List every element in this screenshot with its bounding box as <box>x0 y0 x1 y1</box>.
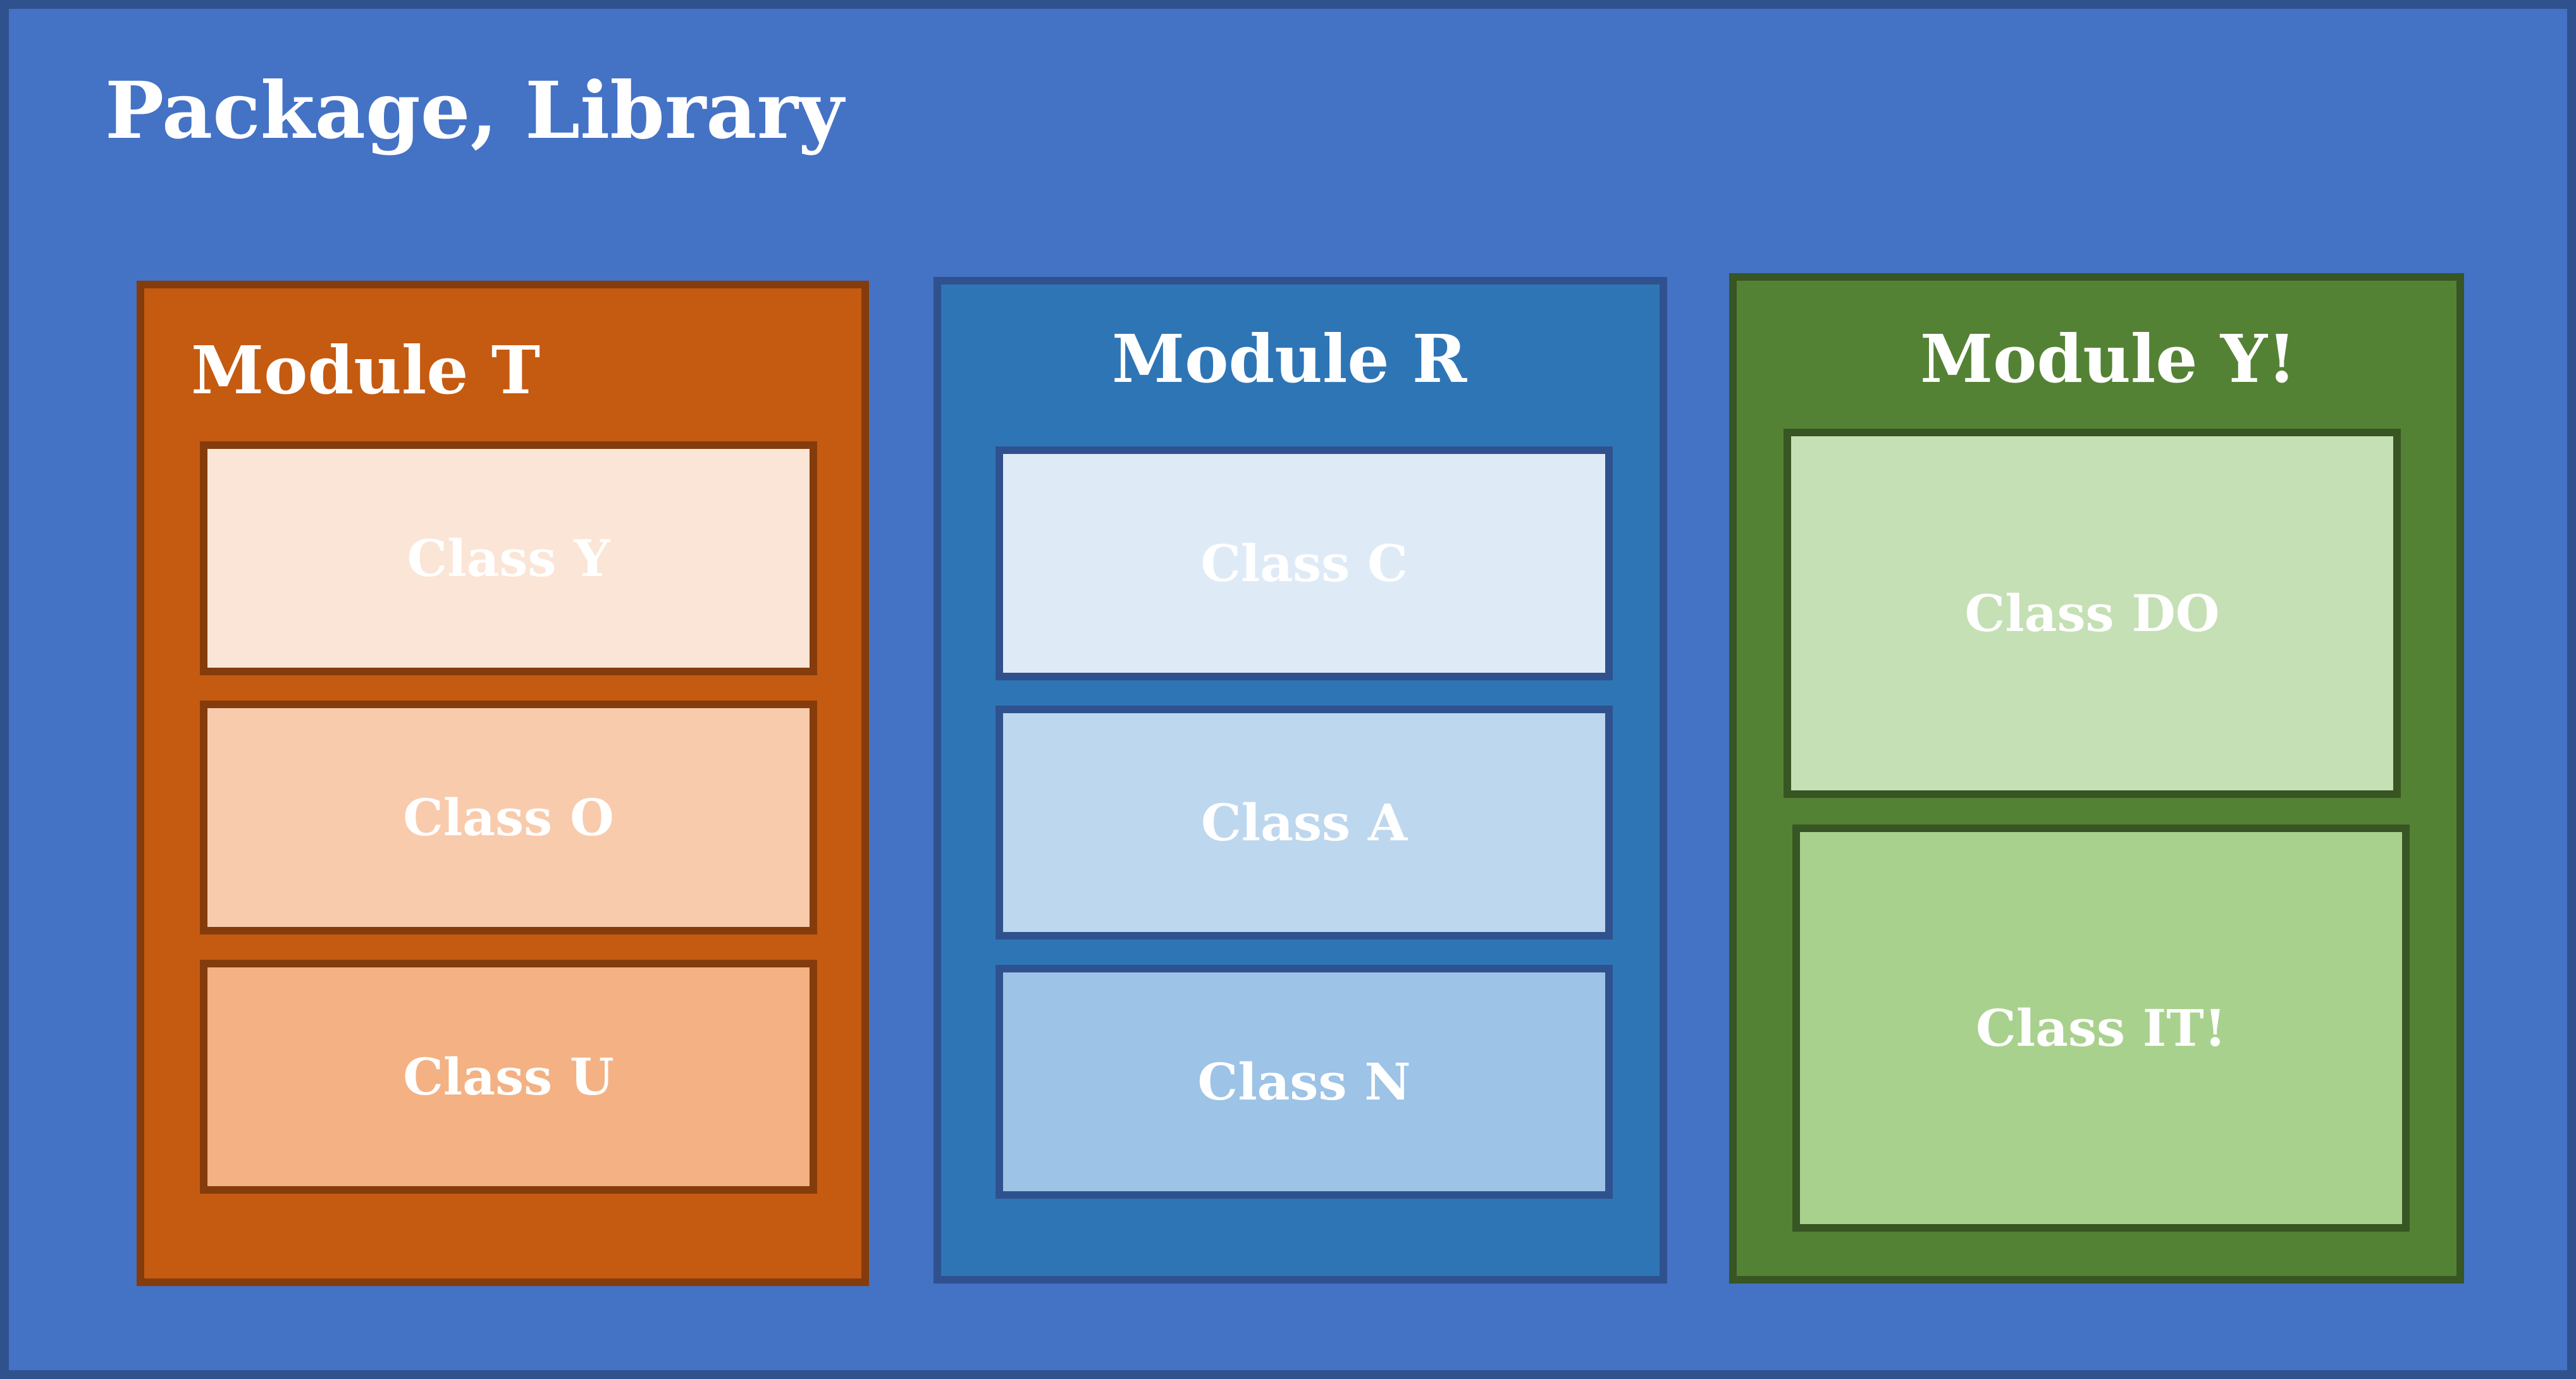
module-r: Module R Class C Class A Class N <box>934 277 1667 1284</box>
class-it-box: Class IT! <box>1792 824 2410 1232</box>
module-y: Module Y! Class DO Class IT! <box>1729 273 2464 1284</box>
class-c-label: Class C <box>1200 534 1408 593</box>
module-t: Module T Class Y Class O Class U <box>137 281 869 1286</box>
class-do-box: Class DO <box>1784 429 2401 798</box>
class-n-box: Class N <box>995 965 1613 1199</box>
class-y-label: Class Y <box>407 529 610 588</box>
class-it-label: Class IT! <box>1976 998 2226 1058</box>
module-r-title: Module R <box>1112 320 1467 398</box>
class-u-box: Class U <box>200 960 817 1194</box>
class-do-label: Class DO <box>1964 584 2220 643</box>
module-t-title: Module T <box>191 331 541 409</box>
class-a-box: Class A <box>995 706 1613 940</box>
package-title: Package, Library <box>105 65 844 157</box>
class-n-label: Class N <box>1197 1052 1411 1112</box>
class-o-box: Class O <box>200 701 817 935</box>
class-y-box: Class Y <box>200 441 817 675</box>
module-y-title: Module Y! <box>1920 320 2296 398</box>
class-c-box: Class C <box>995 446 1613 680</box>
class-a-label: Class A <box>1201 793 1407 852</box>
class-o-label: Class O <box>403 788 614 847</box>
class-u-label: Class U <box>403 1047 614 1106</box>
